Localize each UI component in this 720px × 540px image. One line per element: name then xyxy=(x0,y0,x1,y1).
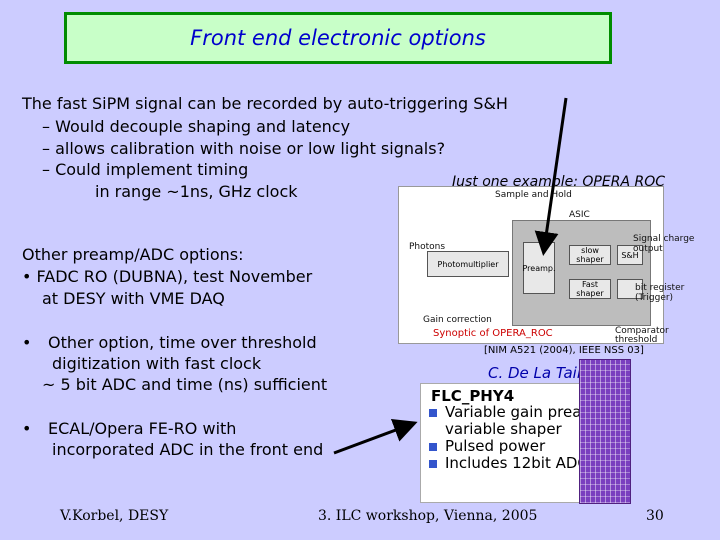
chip-photo xyxy=(579,359,631,504)
flc-item: Includes 12bit ADC xyxy=(429,455,606,472)
photomultiplier-block: Photomultiplier xyxy=(427,251,509,277)
slide-title: Front end electronic options xyxy=(190,26,486,50)
bullet-a-line-1: Other option, time over threshold xyxy=(48,333,317,352)
other-option-fadc: • FADC RO (DUBNA), test November xyxy=(22,267,313,286)
other-options-heading: Other preamp/ADC options: xyxy=(22,245,244,264)
bullet-icon xyxy=(429,408,437,417)
sh-label: S&H xyxy=(621,250,639,260)
flc-feature-list: Variable gain preamp variable shaper Pul… xyxy=(429,404,606,472)
comparator-block xyxy=(617,279,643,299)
flc-phy4-box: FLC_PHY4 Variable gain preamp variable s… xyxy=(420,383,606,503)
flc-item: Variable gain preamp xyxy=(429,404,606,421)
sample-hold-label: Sample and Hold xyxy=(495,190,572,200)
slow-shaper-block: slow shaper xyxy=(569,245,611,265)
arrow-to-sample-hold xyxy=(534,97,568,256)
sub-bullet-2: – allows calibration with noise or low l… xyxy=(42,139,446,158)
sub-bullet-3-cont: in range ~1ns, GHz clock xyxy=(95,182,298,201)
footer-event: 3. ILC workshop, Vienna, 2005 xyxy=(318,508,538,524)
sub-bullet-3: – Could implement timing xyxy=(42,160,249,179)
asic-label: ASIC xyxy=(569,210,590,220)
other-option-fadc-cont: at DESY with VME DAQ xyxy=(42,289,225,308)
output-label: output xyxy=(633,244,663,254)
sh-block: S&H xyxy=(617,245,643,265)
main-line-1: The fast SiPM signal can be recorded by … xyxy=(22,94,508,113)
fast-shaper-block: Fast shaper xyxy=(569,279,611,299)
preamp-label: Preamp. xyxy=(522,263,556,273)
synoptic-caption: Synoptic of OPERA_ROC xyxy=(433,328,553,339)
title-box: Front end electronic options xyxy=(64,12,612,64)
bullet-a-line-2: digitization with fast clock xyxy=(52,354,262,373)
diagram-reference: [NIM A521 (2004), IEEE NSS 03] xyxy=(484,345,644,356)
page-number: 30 xyxy=(646,508,664,524)
photons-label: Photons xyxy=(409,242,446,252)
flc-title: FLC_PHY4 xyxy=(431,387,515,405)
threshold-label: threshold xyxy=(615,335,658,345)
signal-charge-label: Signal charge xyxy=(633,234,695,244)
bit-register-label: bit register xyxy=(635,283,685,293)
bullet-icon xyxy=(429,442,437,451)
bullet-b-line-2: incorporated ADC in the front end xyxy=(52,440,324,459)
slow-shaper-label: slow shaper xyxy=(576,246,604,264)
flc-author: C. De La Taille xyxy=(488,364,595,382)
bullet-a-line-3: ~ 5 bit ADC and time (ns) sufficient xyxy=(42,375,328,394)
flc-item: variable shaper xyxy=(445,420,562,438)
flc-item: Pulsed power xyxy=(429,438,606,455)
gain-correction-label: Gain correction xyxy=(423,315,492,325)
footer-author: V.Korbel, DESY xyxy=(60,508,169,524)
sub-bullet-1: – Would decouple shaping and latency xyxy=(42,117,351,136)
bullet-b-line-1: ECAL/Opera FE-RO with xyxy=(48,419,237,438)
trigger-label: (Trigger) xyxy=(635,293,674,303)
comparator-label: Comparator xyxy=(615,326,669,336)
photomultiplier-label: Photomultiplier xyxy=(437,259,499,269)
bullet-a-mark: • xyxy=(22,333,32,352)
bullet-b-mark: • xyxy=(22,419,32,438)
arrow-to-flc xyxy=(333,419,418,455)
fast-shaper-label: Fast shaper xyxy=(576,280,604,298)
bullet-icon xyxy=(429,459,437,468)
